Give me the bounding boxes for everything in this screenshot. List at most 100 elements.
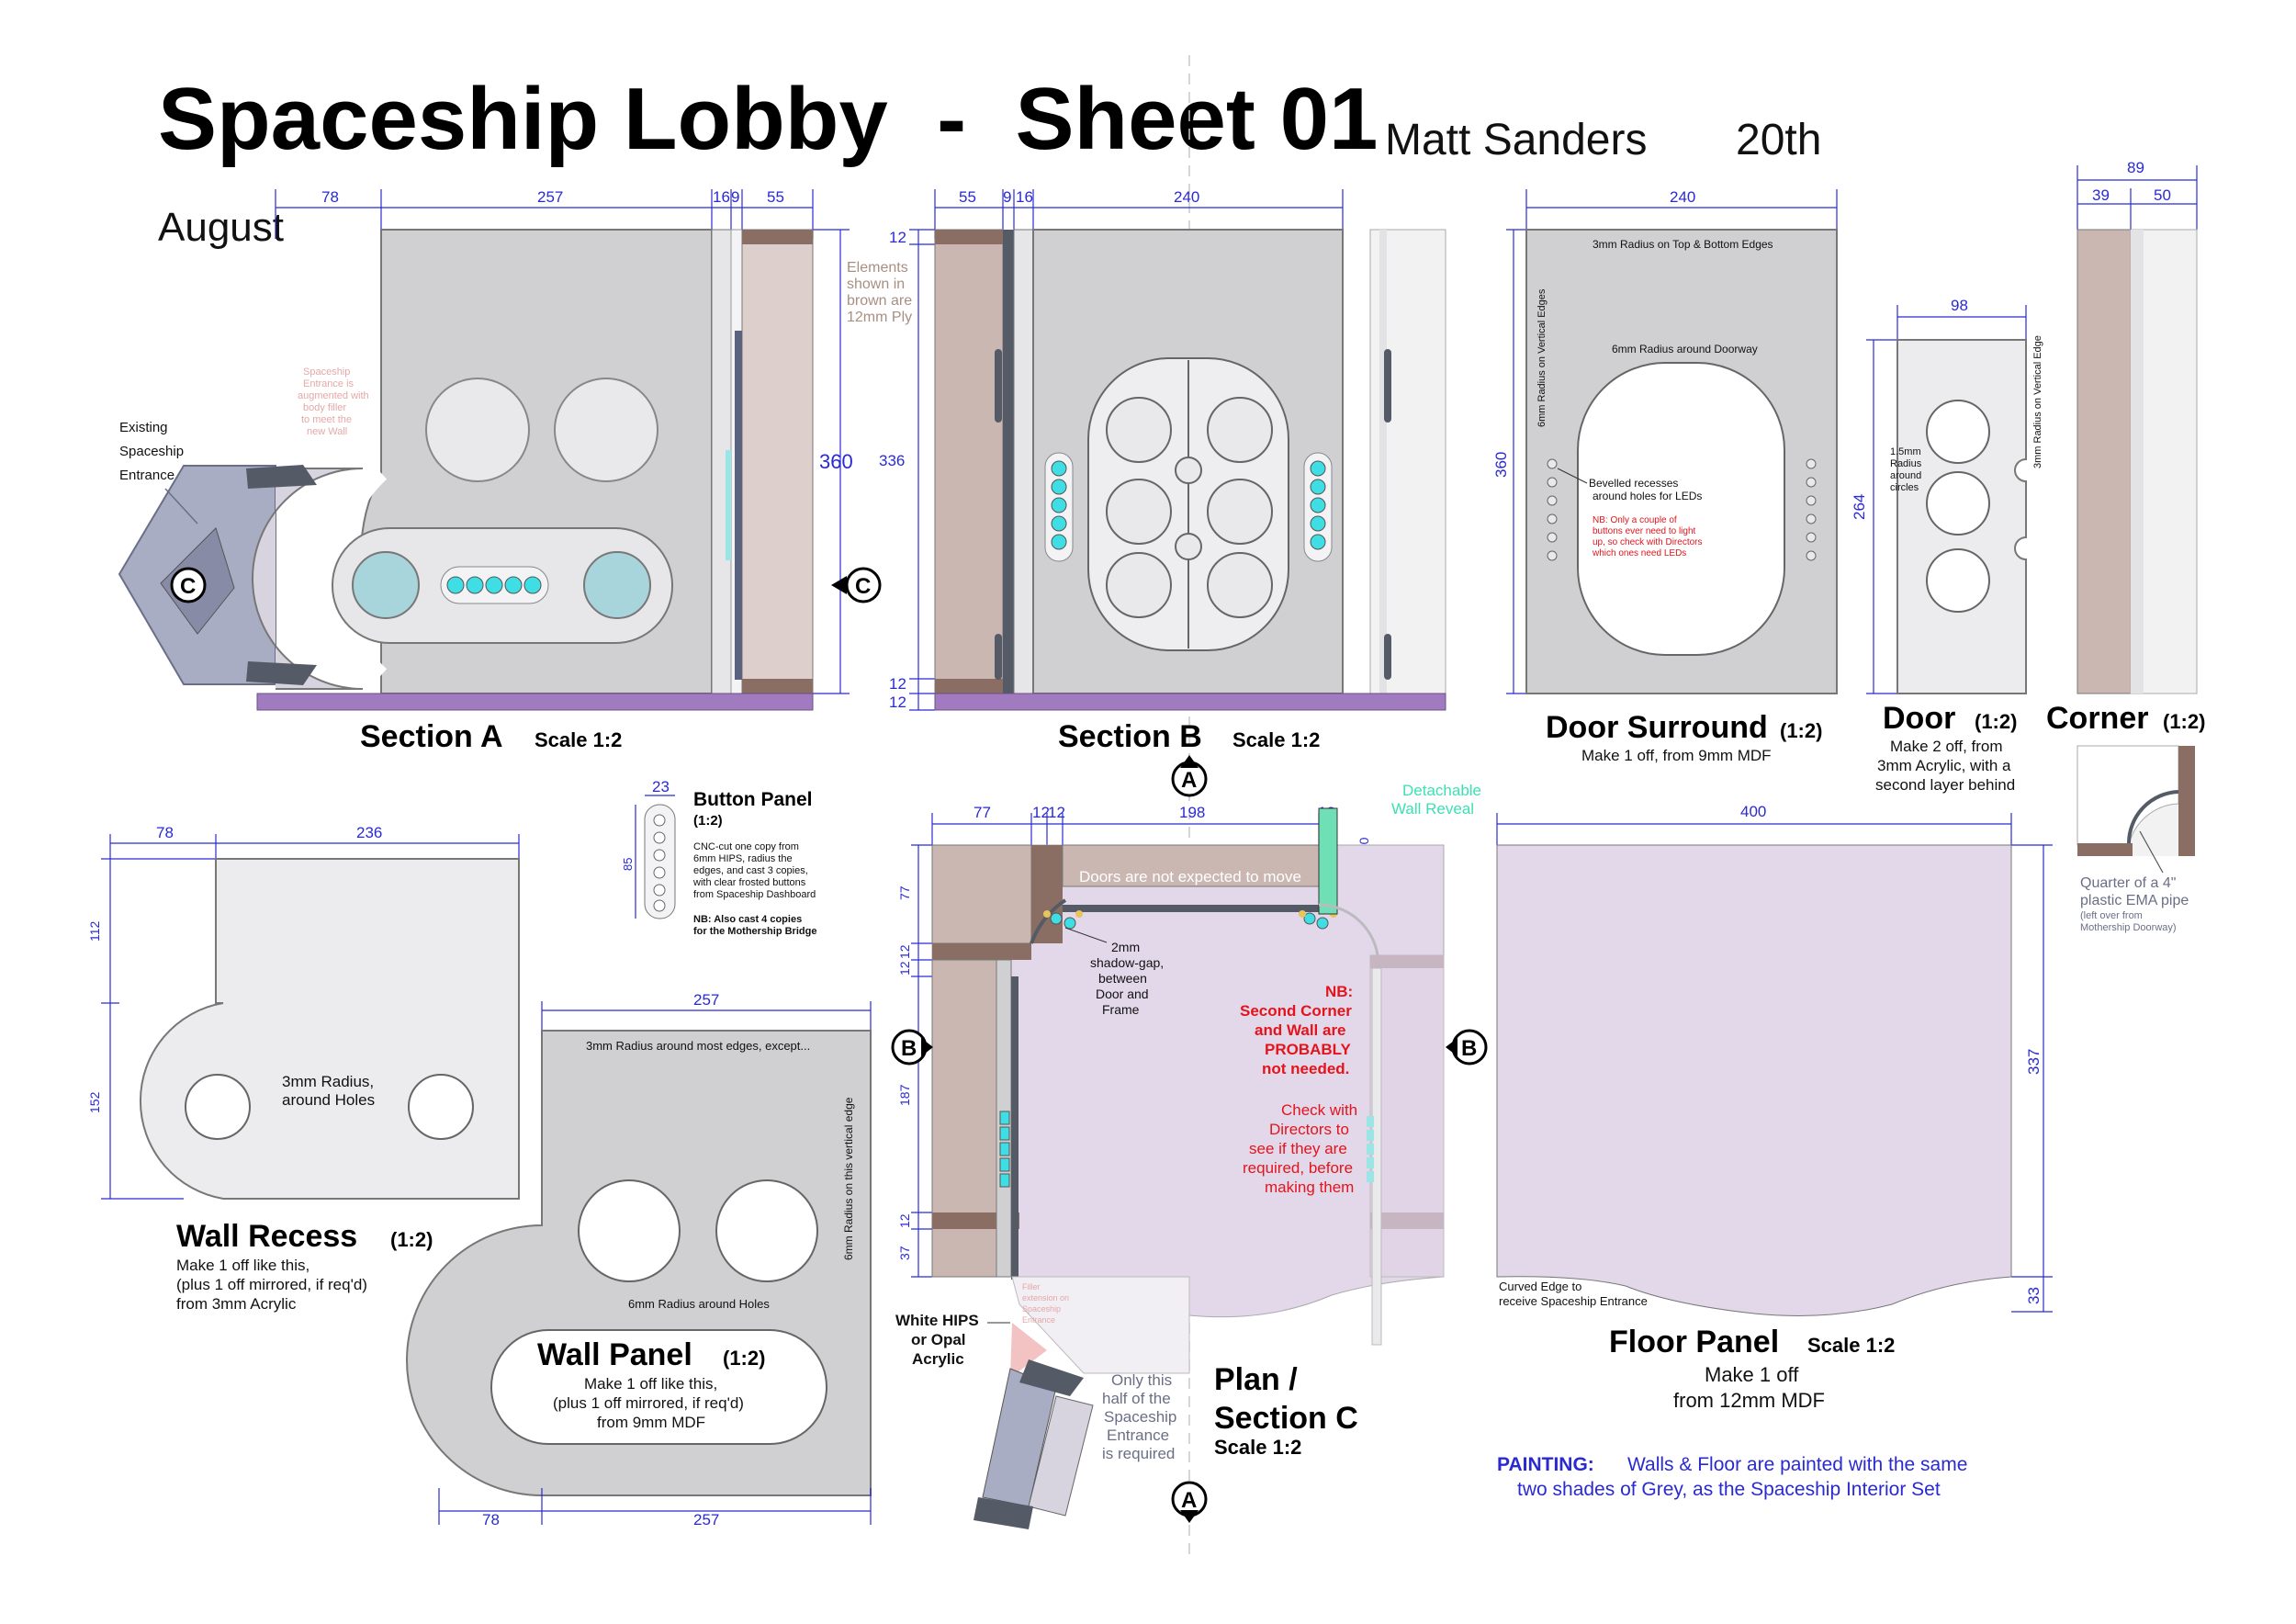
augment-l3: augmented with [298, 390, 369, 401]
half-l5: is required [1102, 1445, 1175, 1462]
corner-pipe-s2: Mothership Doorway) [2080, 922, 2177, 933]
fp-sub-l2: from 12mm MDF [1673, 1389, 1825, 1412]
dim-a-360: 360 [819, 450, 853, 473]
corner-pipe-s1: (left over from [2080, 910, 2143, 921]
svg-text:12mm Ply: 12mm Ply [847, 310, 912, 325]
wall-recess-drawing: 78 236 112 152 3mm Radius, around Holes … [87, 824, 520, 1313]
brown-ply-note: Elements shown in brown are 12mm Ply [847, 260, 912, 325]
ds-nb-l2: buttons ever need to light [1593, 526, 1696, 536]
dim-b-12c: 12 [889, 694, 906, 711]
door-scale: (1:2) [1975, 710, 2017, 733]
nb-red-l3: and Wall are [1255, 1021, 1346, 1039]
existing-entrance-l1: Existing [119, 420, 168, 435]
wall-panel-drawing: 257 3mm Radius around most edges, except… [406, 991, 872, 1528]
corner-scale: (1:2) [2163, 710, 2205, 733]
ds-bevel-l2: around holes for LEDs [1593, 490, 1702, 502]
dim-b-12a: 12 [889, 229, 906, 246]
dim-ds-240: 240 [1670, 188, 1695, 206]
hips-l2: or Opal [911, 1331, 966, 1348]
dim-ds-360: 360 [1492, 452, 1510, 478]
floor-panel-scale: Scale 1:2 [1807, 1334, 1895, 1357]
door-surround-subtitle: Make 1 off, from 9mm MDF [1581, 747, 1772, 764]
dim-pl-12b: 12 [897, 961, 912, 976]
dim-wp-257b: 257 [693, 1511, 719, 1528]
check-red-l2: Directors to [1269, 1121, 1349, 1138]
dim-bp-85: 85 [621, 858, 635, 871]
dim-wr-152: 152 [87, 1091, 102, 1113]
bp-note-l4: with clear frosted buttons [692, 877, 806, 888]
section-a-title: Section A [360, 719, 503, 754]
ds-doorway-note: 6mm Radius around Doorway [1612, 343, 1758, 355]
ds-bevel-l1: Bevelled recesses [1589, 477, 1678, 490]
filler-l2: extension on [1022, 1293, 1069, 1303]
augment-l1: Spaceship [303, 367, 350, 378]
dim-wr-112: 112 [87, 920, 102, 942]
dim-bp-23: 23 [652, 778, 670, 795]
bp-note-l3: edges, and cast 3 copies, [693, 865, 808, 876]
plan-doors-note: Doors are not expected to move [1079, 868, 1301, 885]
wp-holes-note: 6mm Radius around Holes [628, 1297, 770, 1311]
door-surround-scale: (1:2) [1780, 719, 1822, 742]
dim-a-257: 257 [537, 188, 563, 206]
wall-recess-title: Wall Recess [176, 1219, 357, 1254]
door-title: Door [1883, 701, 1955, 736]
wp-sub-l3: from 9mm MDF [597, 1414, 705, 1431]
dim-fp-33: 33 [2025, 1287, 2043, 1304]
dim-wr-78: 78 [156, 824, 174, 841]
hips-l1: White HIPS [895, 1312, 979, 1329]
door-rad-l2: Radius [1890, 458, 1922, 469]
check-red-l3: see if they are [1249, 1140, 1347, 1157]
section-b-scale: Scale 1:2 [1232, 728, 1320, 751]
reveal-l1: Detachable [1402, 782, 1481, 799]
button-panel-title: Button Panel [693, 789, 813, 810]
gap-l3: between [1098, 971, 1147, 986]
ds-nb-l3: up, so check with Directors [1593, 537, 1703, 547]
nb-red-l2: Second Corner [1240, 1002, 1352, 1020]
section-b-title: Section B [1058, 719, 1202, 754]
plan-drawing: 77 12 12 198 12 100 77 12 12 187 12 37 [891, 755, 1488, 1529]
corner-pipe-l2: plastic EMA pipe [2080, 893, 2189, 908]
wr-sub-l2: (plus 1 off mirrored, if req'd) [176, 1276, 367, 1293]
section-a-drawing: 78 257 16 9 55 360 [118, 188, 882, 754]
section-a-scale: Scale 1:2 [535, 728, 622, 751]
dim-b-9: 9 [1003, 188, 1011, 206]
hips-l3: Acrylic [912, 1350, 964, 1368]
dim-a-55: 55 [767, 188, 784, 206]
ds-nb-l1: NB: Only a couple of [1593, 515, 1677, 525]
marker-c-right: C [855, 574, 871, 599]
dim-a-16: 16 [713, 188, 730, 206]
filler-l1: Filler [1022, 1282, 1041, 1291]
marker-b-right: B [1461, 1036, 1477, 1061]
marker-a-top: A [1181, 768, 1197, 793]
bp-note-l1: CNC-cut one copy from [693, 841, 799, 852]
dim-b-336: 336 [879, 452, 905, 469]
bp-note-l5: from Spaceship Dashboard [693, 889, 816, 900]
existing-entrance-l2: Spaceship [119, 444, 184, 459]
dim-p-77: 77 [974, 804, 991, 821]
dim-corner-50: 50 [2154, 186, 2171, 204]
dim-wr-236: 236 [356, 824, 382, 841]
filler-l4: Entrance [1022, 1315, 1055, 1325]
door-sub-l2: 3mm Acrylic, with a [1877, 757, 2011, 774]
ds-top-note: 3mm Radius on Top & Bottom Edges [1593, 238, 1773, 251]
wr-sub-l3: from 3mm Acrylic [176, 1295, 297, 1313]
section-b-drawing: 55 9 16 240 12 336 12 12 [879, 188, 1446, 754]
dim-pl-37: 37 [897, 1246, 912, 1260]
ds-nb-l4: which ones need LEDs [1592, 548, 1686, 558]
dim-b-240: 240 [1174, 188, 1199, 206]
svg-text:shown in: shown in [847, 276, 905, 292]
svg-text:brown are: brown are [847, 293, 912, 309]
dim-p-12a: 12 [1032, 804, 1050, 821]
door-edge-note: 3mm Radius on Vertical Edge [2032, 335, 2043, 468]
door-rad-l1: 1.5mm [1890, 446, 1921, 457]
bp-note-l2: 6mm HIPS, radius the [693, 853, 793, 864]
dim-b-12b: 12 [889, 675, 906, 693]
wall-panel-scale: (1:2) [723, 1347, 765, 1370]
nb-red-l5: not needed. [1262, 1060, 1349, 1077]
button-panel-drawing: 23 85 Button Panel (1:2) CNC-cut one cop… [621, 778, 816, 937]
date-month: August [158, 205, 284, 250]
door-drawing: 98 264 1.5mm Radius around circles 3mm R… [1851, 297, 2043, 794]
check-red-l1: Check with [1281, 1101, 1357, 1119]
half-l2: half of the [1102, 1390, 1171, 1407]
